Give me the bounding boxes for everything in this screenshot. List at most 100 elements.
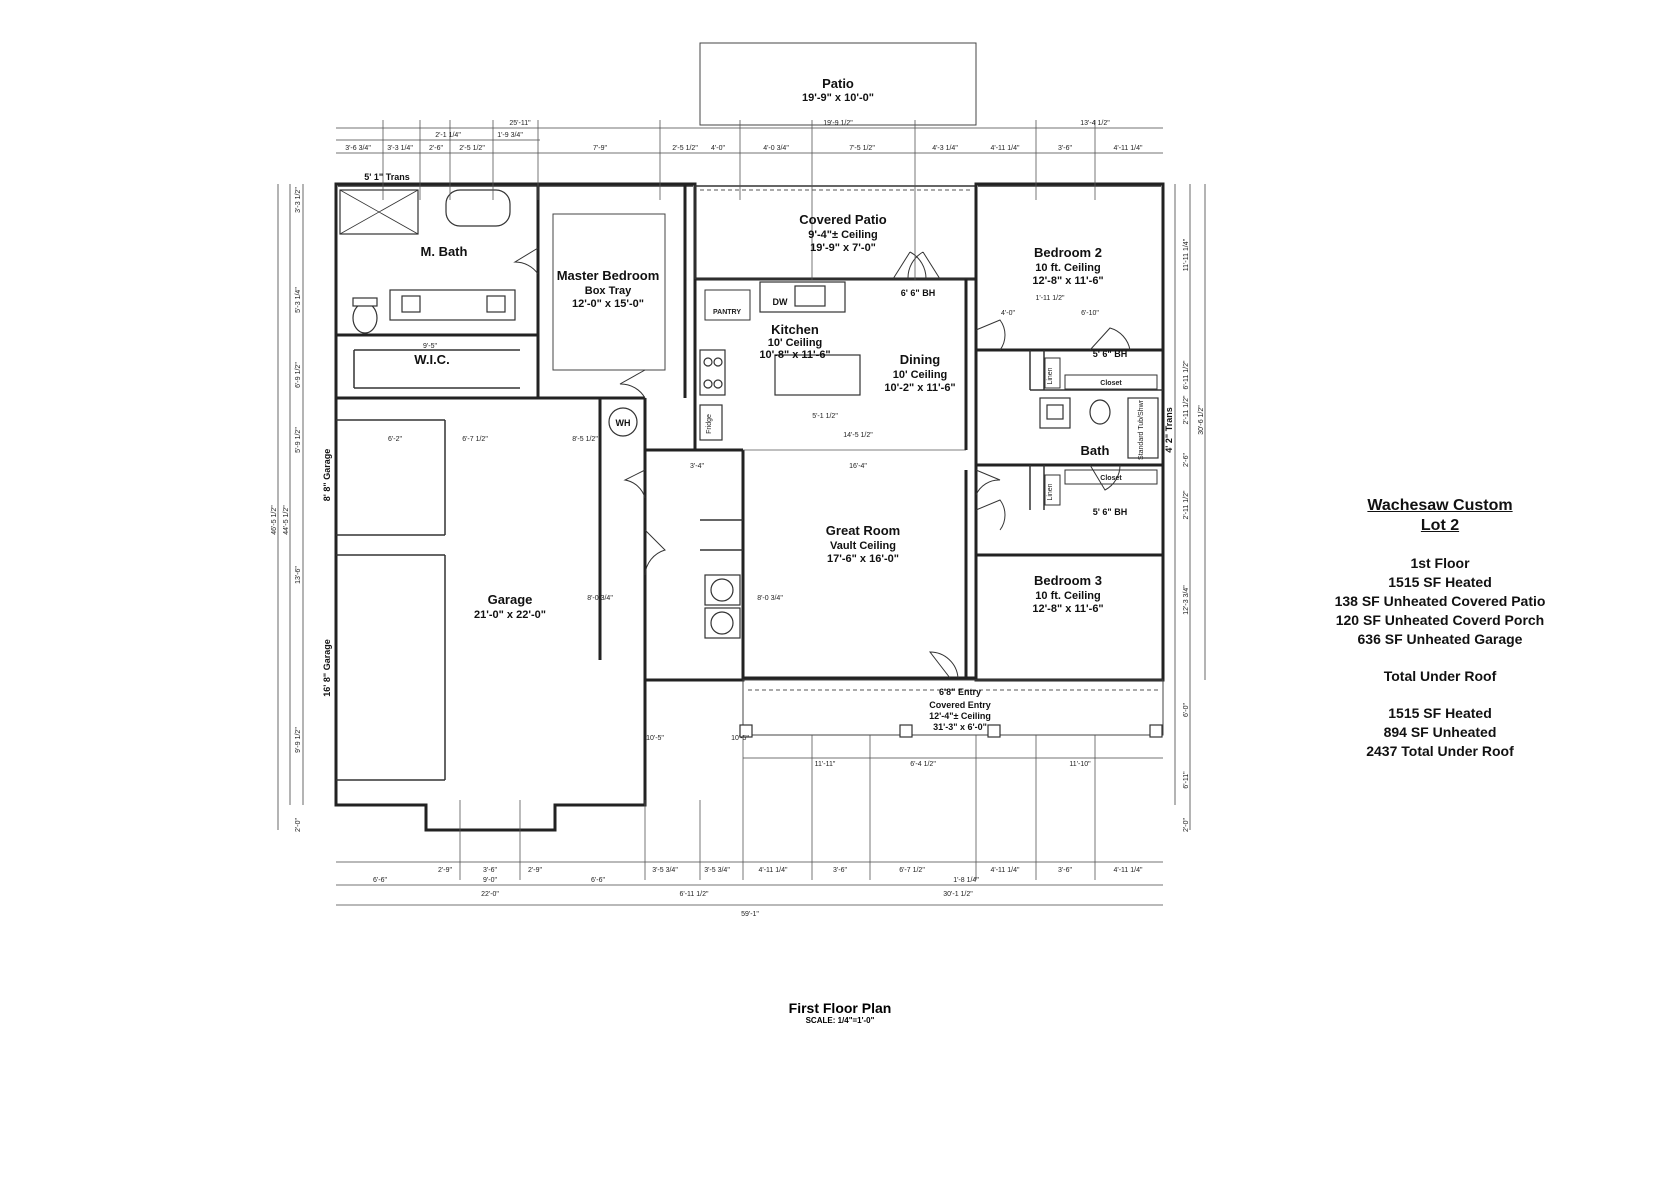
- kitchen-name: Kitchen: [771, 322, 819, 337]
- dim-right-7: 6'-11": [1183, 771, 1190, 789]
- dining-dims: 10'-2" x 11'-6": [884, 382, 955, 394]
- project-title: Wachesaw Custom: [1367, 497, 1513, 514]
- plan-title: First Floor Plan: [788, 1000, 892, 1016]
- master-bedroom-name: Master Bedroom: [557, 268, 660, 283]
- pantry-label: PANTRY: [713, 309, 741, 316]
- dim-top-11: 3'-6": [1058, 145, 1072, 152]
- porch-row-dimension-labels: 11'-11"6'-4 1/2"11'-10": [815, 761, 1091, 768]
- dim-right-6: 6'-0": [1183, 703, 1190, 717]
- patio-dims: 19'-9" x 10'-0": [802, 92, 874, 104]
- dim-right-3: 2'-6": [1183, 453, 1190, 467]
- floor-label: 1st Floor: [1410, 555, 1470, 571]
- linen-label-2: Linen: [1047, 483, 1054, 500]
- dim-bottom-7: 6'-7 1/2": [899, 867, 925, 874]
- dim-left-overall-1: 46'-5 1/2": [271, 505, 278, 535]
- dining-name: Dining: [900, 352, 940, 367]
- dim-top-3: 2'-5 1/2": [459, 145, 485, 152]
- dim-right-8: 2'-0": [1183, 818, 1190, 832]
- patio-outline: [699, 42, 977, 126]
- dim-left-overall-2: 44'-5 1/2": [283, 505, 290, 535]
- dim-porch-0: 11'-11": [815, 761, 836, 768]
- porch-column-2: [899, 724, 913, 738]
- dim-bottom-0: 2'-9": [438, 867, 452, 874]
- dim-int-5: 16'-4": [849, 463, 867, 470]
- dim-top-9: 4'-3 1/4": [932, 145, 958, 152]
- dim-int-10: 1'-11 1/2": [1036, 295, 1066, 302]
- dim-bottom-1: 3'-6": [483, 867, 497, 874]
- top-row-dimension-labels: 3'-6 3/4"3'-3 1/4"2'-6"2'-5 1/2"7'-9"2'-…: [345, 145, 1143, 152]
- kitchen-sink: [794, 285, 826, 307]
- unheated-garage-sf: 636 SF Unheated Garage: [1357, 631, 1523, 647]
- linen-box-1: [1044, 357, 1061, 389]
- total-heated-sf: 1515 SF Heated: [1388, 705, 1492, 721]
- dining-ceiling: 10' Ceiling: [893, 369, 948, 381]
- dim-top-overall-right: 13'-4 1/2": [1080, 120, 1110, 127]
- dim-int-8: 4'-0": [1001, 310, 1015, 317]
- dim-int-14: 8'-0 3/4": [757, 595, 783, 602]
- dim-bottom-2: 2'-9": [528, 867, 542, 874]
- dim-right-4: 2'-11 1/2": [1183, 490, 1190, 520]
- dim-left-0: 3'-3 1/2": [295, 187, 302, 213]
- project-info: Wachesaw Custom Lot 2 1st Floor 1515 SF …: [1300, 496, 1580, 761]
- bedroom3-dims: 12'-8" x 11'-6": [1032, 603, 1103, 615]
- right-dimension-labels: 11'-11 1/4"6'-11 1/2"2'-11 1/2"2'-6"2'-1…: [1183, 238, 1190, 832]
- dim-bottom-5: 4'-11 1/4": [759, 867, 789, 874]
- bedroom3-ceiling: 10 ft. Ceiling: [1035, 590, 1100, 602]
- dim-right-5: 12'-3 3/4": [1183, 585, 1190, 615]
- dim-top-0: 3'-6 3/4": [345, 145, 371, 152]
- dim-left-2: 6'-9 1/2": [295, 362, 302, 388]
- closet-label-2: Closet: [1100, 475, 1122, 482]
- dim-bottom-9: 3'-6": [1058, 867, 1072, 874]
- dim-left-3: 5'-9 1/2": [295, 427, 302, 453]
- dim-bottom2-0: 6'-6": [373, 877, 387, 884]
- dim-top-10: 4'-11 1/4": [991, 145, 1021, 152]
- dim-left-4: 13'-6": [295, 566, 302, 584]
- dim-int-7: 3'-4": [690, 463, 704, 470]
- dimension-lines: [277, 127, 1206, 906]
- dim-int-6: 5'-1 1/2": [812, 413, 838, 420]
- doors: [513, 247, 1131, 679]
- dim-top-5: 2'-5 1/2": [672, 145, 698, 152]
- linen-box-2: [1044, 474, 1061, 506]
- dw-label: DW: [773, 297, 788, 307]
- bedroom2-ceiling: 10 ft. Ceiling: [1035, 262, 1100, 274]
- tub-label: Standard Tub/Shwr: [1138, 399, 1145, 460]
- interior-walls: [334, 184, 1163, 805]
- closet-box-2: [1064, 469, 1158, 485]
- bh-label-2: 5' 6" BH: [1093, 349, 1127, 359]
- great-room-name: Great Room: [826, 523, 900, 538]
- wh-label: WH: [616, 418, 631, 428]
- bottom-row2-dimension-labels: 6'-6"9'-0"6'-6"1'-8 1/4": [373, 877, 979, 884]
- dim-right-1: 6'-11 1/2": [1183, 360, 1190, 390]
- dim-int-2: 8'-5 1/2": [572, 436, 598, 443]
- total-roof-sf: 2437 Total Under Roof: [1366, 743, 1514, 759]
- plan-title-block: First Floor Plan SCALE: 1/4"=1'-0": [740, 1000, 940, 1025]
- dim-top-6: 4'-0": [711, 145, 725, 152]
- bathtub: [445, 189, 511, 227]
- hall-toilet: [1089, 399, 1111, 425]
- patio-name: Patio: [822, 76, 854, 91]
- covered-entry-ceiling: 12'-4"± Ceiling: [929, 711, 991, 721]
- dim-int-3: 9'-5": [423, 343, 437, 350]
- range: [699, 349, 726, 396]
- porch-column-4: [1149, 724, 1163, 738]
- kitchen-ceiling: 10' Ceiling: [768, 337, 823, 349]
- dim-top-4: 7'-9": [593, 145, 607, 152]
- covered-patio-name: Covered Patio: [799, 212, 886, 227]
- dim-bottom-6: 3'-6": [833, 867, 847, 874]
- dim-bottom2-3: 1'-8 1/4": [953, 877, 979, 884]
- fridge: [699, 404, 723, 441]
- dim-int-12: 10'-5": [731, 735, 749, 742]
- fridge-label: Fridge: [706, 414, 713, 434]
- garage-dims: 21'-0" x 22'-0": [474, 609, 546, 621]
- dim-top-overall-left: 25'-11": [509, 120, 531, 127]
- dim-bottom-10: 4'-11 1/4": [1114, 867, 1144, 874]
- bedroom3-name: Bedroom 3: [1034, 573, 1102, 588]
- closet-box-1: [1064, 374, 1158, 390]
- dim-int-1: 6'-7 1/2": [462, 436, 488, 443]
- dim-bottom-4: 3'-5 3/4": [704, 867, 730, 874]
- dim-porch-1: 6'-4 1/2": [910, 761, 936, 768]
- toilet: [352, 302, 378, 334]
- bottom-row-dimension-labels: 2'-9" 3'-6" 2'-9" 3'-5 3/4" 3'-5 3/4" 4'-11 1…: [438, 867, 1143, 874]
- dim-bottom-3: 3'-5 3/4": [652, 867, 678, 874]
